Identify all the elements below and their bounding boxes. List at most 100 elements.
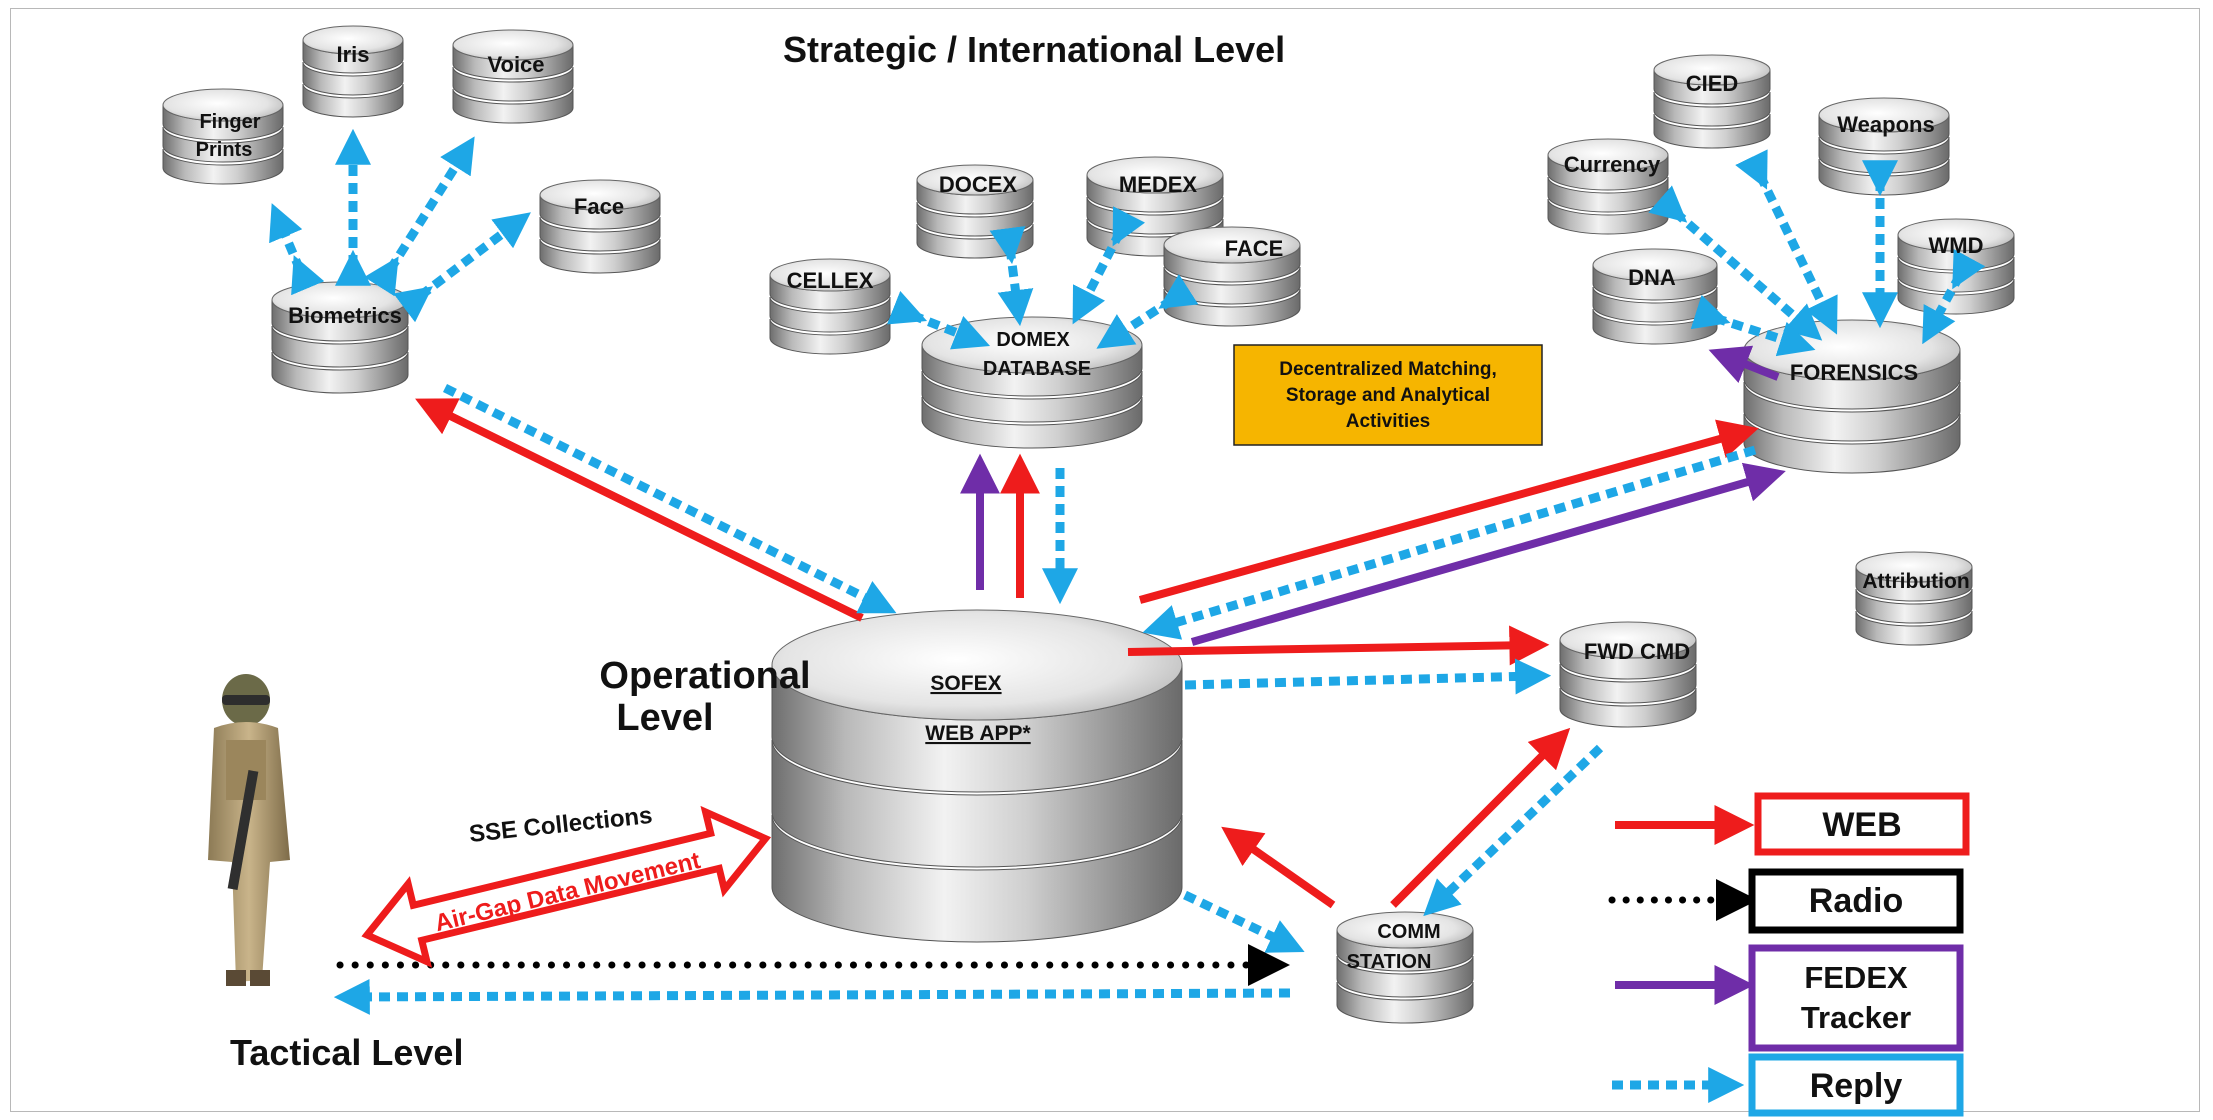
db-dna — [1592, 248, 1718, 345]
sse-collections-label: SSE Collections — [468, 802, 654, 848]
label-currency: Currency — [1564, 152, 1661, 177]
decentralized-callout: Decentralized Matching, Storage and Anal… — [1233, 344, 1543, 446]
db-comm-station-layer — [1336, 955, 1474, 998]
db-attribution-top — [1855, 551, 1973, 583]
db-iris-layer — [302, 61, 404, 96]
db-face-bio-top — [539, 179, 661, 211]
db-finger-prints-layer — [162, 148, 284, 185]
db-forensics-layer — [1743, 413, 1961, 474]
label-wmd: WMD — [1929, 233, 1984, 258]
label-comm-1: COMM — [1377, 921, 1440, 943]
legend-web-label: WEB — [1822, 806, 1901, 844]
db-attribution-layer — [1855, 588, 1973, 624]
soldier-image — [208, 674, 290, 986]
db-biometrics-layer — [271, 351, 409, 394]
web-arrow-comm-fwd — [1390, 727, 1571, 908]
fedex-arrow-dna — [1708, 345, 1780, 383]
db-sofex-layer — [771, 814, 1183, 943]
db-fwd-cmd-layer — [1559, 687, 1697, 728]
db-sofex — [771, 609, 1183, 943]
db-cied-layer — [1653, 91, 1771, 127]
database-cylinders — [162, 25, 2015, 1024]
label-biometrics: Biometrics — [288, 303, 402, 328]
label-iris: Iris — [336, 42, 369, 67]
label-comm-2: STATION — [1347, 951, 1432, 973]
db-sofex-top — [771, 609, 1183, 721]
db-face-bio-layer — [539, 238, 661, 274]
reply-arrow-sofex-comm — [1183, 890, 1305, 953]
db-iris-layer — [302, 83, 404, 118]
reply-arrow-dna — [1690, 294, 1816, 357]
label-domex-1: DOMEX — [996, 329, 1070, 351]
db-comm-station-top — [1336, 911, 1474, 949]
connection-arrows — [269, 128, 1986, 1015]
reply-arrow-fingerprints — [269, 203, 325, 296]
label-sofex-1: SOFEX — [930, 672, 1001, 695]
reply-arrow-fwd-cmd — [1184, 658, 1552, 695]
reply-arrow-biometrics — [442, 383, 897, 614]
legend-fedex-label-2: Tracker — [1801, 1000, 1911, 1035]
legend: WEB Radio FEDEX Tracker Reply — [1608, 792, 1970, 1117]
label-medex: MEDEX — [1119, 172, 1198, 197]
legend-radio-box — [1748, 868, 1964, 934]
label-weapons: Weapons — [1837, 112, 1934, 137]
reply-arrow-voice — [364, 136, 475, 297]
db-docex-top — [916, 164, 1034, 196]
db-iris-top — [302, 25, 404, 55]
reply-arrow-cellex — [886, 290, 991, 350]
db-fwd-cmd-top — [1559, 621, 1697, 659]
label-attribution: Attribution — [1862, 570, 1969, 593]
db-medex-top — [1086, 156, 1224, 194]
db-comm-station-layer — [1336, 981, 1474, 1024]
label-finger-prints-1: Finger — [199, 111, 260, 133]
reply-arrow-face-domex — [1096, 274, 1199, 349]
label-face-bio: Face — [574, 194, 624, 219]
label-finger-prints-2: Prints — [196, 139, 253, 161]
db-weapons-layer — [1818, 136, 1950, 174]
label-fwd-cmd: FWD CMD — [1584, 639, 1690, 664]
operational-level-heading-1: Operational — [599, 655, 810, 697]
label-docex: DOCEX — [939, 172, 1018, 197]
db-attribution — [1855, 551, 1973, 646]
label-cied: CIED — [1686, 71, 1739, 96]
db-domex-layer — [921, 396, 1143, 449]
db-forensics — [1743, 319, 1961, 474]
legend-reply-label: Reply — [1810, 1067, 1903, 1105]
tactical-level-heading: Tactical Level — [230, 1032, 463, 1073]
label-dna: DNA — [1628, 265, 1676, 290]
db-currency — [1547, 138, 1669, 235]
label-sofex-2: WEB APP* — [925, 722, 1031, 745]
legend-reply-box — [1748, 1053, 1964, 1117]
callout-line-2: Storage and Analytical — [1286, 385, 1490, 406]
db-face-domex-top — [1163, 226, 1301, 264]
legend-fedex-box — [1748, 944, 1964, 1052]
callout-line-3: Activities — [1346, 411, 1430, 432]
legend-web-box — [1754, 792, 1970, 856]
db-biometrics-layer — [271, 325, 409, 368]
callout-line-1: Decentralized Matching, — [1279, 359, 1497, 380]
db-comm-station — [1336, 911, 1474, 1024]
label-domex-2: DATABASE — [983, 358, 1091, 380]
db-currency-top — [1547, 138, 1669, 172]
web-arrow-comm-sofex — [1221, 826, 1336, 909]
db-cied — [1653, 54, 1771, 149]
reply-arrow-medex — [1072, 206, 1146, 325]
db-sofex-layer — [771, 739, 1183, 868]
reply-arrow-docex — [989, 226, 1034, 327]
db-fwd-cmd-layer — [1559, 663, 1697, 704]
db-attribution-layer — [1855, 610, 1973, 646]
db-domex — [921, 316, 1143, 449]
reply-arrow-forensics — [1142, 445, 1757, 640]
reply-arrow-face — [393, 212, 531, 323]
label-face-domex: FACE — [1225, 236, 1284, 261]
label-forensics: FORENSICS — [1790, 360, 1918, 385]
db-weapons-top — [1818, 97, 1950, 133]
db-voice-layer — [452, 66, 574, 102]
operational-level-heading-2: Level — [616, 697, 713, 739]
db-finger-prints-top — [162, 88, 284, 122]
db-cied-layer — [1653, 113, 1771, 149]
label-voice: Voice — [487, 52, 544, 77]
db-finger-prints — [162, 88, 284, 185]
db-face-bio — [539, 179, 661, 274]
db-domex-layer — [921, 370, 1143, 423]
